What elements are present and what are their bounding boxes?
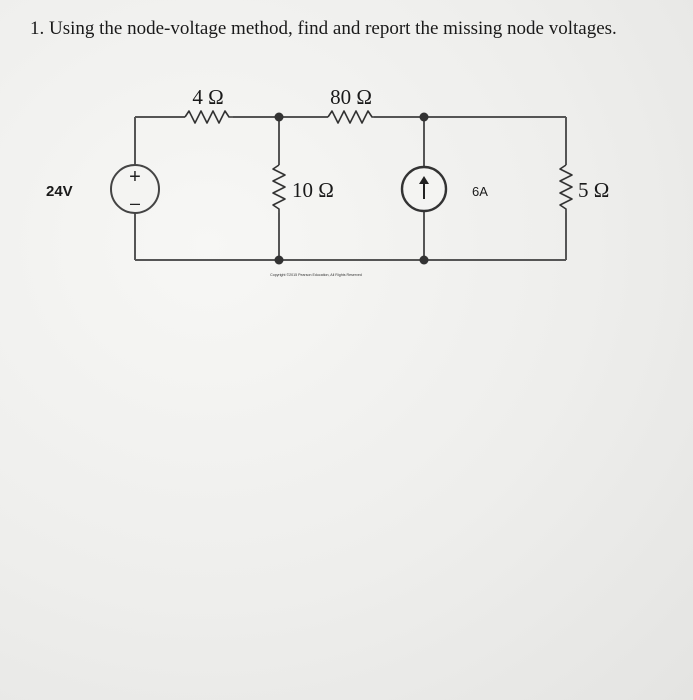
current-source-label: 6A: [472, 184, 488, 199]
node-bottom-middle: [274, 255, 284, 265]
resistor-5-ohm: [559, 164, 573, 213]
node-top-middle: [274, 112, 284, 122]
question-text: 1. Using the node-voltage method, find a…: [30, 18, 617, 39]
r3-label: 10 Ω: [292, 178, 334, 202]
copyright-text: Copyright ©2015 Pearson Education, All R…: [270, 273, 362, 277]
r2-label: 80 Ω: [330, 85, 372, 109]
resistor-10-ohm: [272, 164, 286, 213]
r4-label: 5 Ω: [578, 178, 609, 202]
resistor-80-ohm: [327, 110, 374, 124]
r1-label: 4 Ω: [192, 85, 223, 109]
current-source: [400, 165, 448, 213]
resistor-4-ohm: [184, 110, 233, 124]
node-bottom-right: [419, 255, 429, 265]
node-top-right: [419, 112, 429, 122]
source-plus-sign: +: [129, 166, 141, 188]
arrow-up-icon: [419, 176, 429, 184]
source-minus-sign: –: [130, 193, 140, 213]
voltage-source: + –: [110, 164, 160, 214]
voltage-source-label: 24V: [46, 183, 73, 200]
